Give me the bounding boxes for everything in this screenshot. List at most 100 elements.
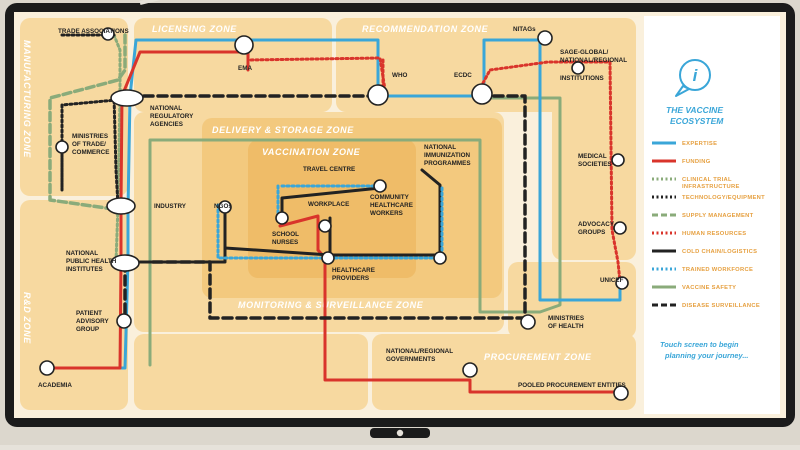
zone-manufacturing-box — [20, 18, 128, 196]
label-ministries-trade-1: MINISTRIES — [72, 133, 108, 140]
label-ngos: NGOs — [214, 203, 232, 210]
station-ministries-of-health[interactable] — [520, 314, 536, 330]
stations — [39, 27, 629, 401]
zone-rnd-box — [20, 200, 128, 410]
zone-recommendation-title: RECOMMENDATION ZONE — [362, 24, 489, 34]
frame-notch — [139, 0, 161, 5]
station-ema[interactable] — [234, 35, 254, 55]
legend-label: DISEASE SURVEILLANCE — [682, 303, 760, 309]
legend-label: TRAINED WORKFORCE — [682, 267, 753, 273]
label-nra-3: AGENCIES — [150, 121, 183, 128]
zone-bottom-filler — [134, 334, 368, 410]
info-glyph: i — [693, 66, 699, 85]
station-trade-associations[interactable] — [101, 27, 115, 41]
line-funding-branch — [278, 214, 320, 252]
label-unicef: UNICEF — [600, 277, 624, 284]
zone-manufacturing-title: MANUFACTURING ZONE — [22, 40, 32, 158]
label-ecdc: ECDC — [454, 72, 472, 79]
label-ministries-trade-3: COMMERCE — [72, 149, 109, 156]
label-trade-associations: TRADE ASSOCIATIONS — [58, 28, 129, 35]
zone-licensing-title: LICENSING ZONE — [152, 24, 237, 34]
station-industry[interactable] — [106, 197, 136, 215]
label-advocacy-2: GROUPS — [578, 229, 605, 236]
label-nra-1: NATIONAL — [150, 105, 182, 112]
station-sage[interactable] — [571, 61, 585, 75]
label-sage-1: SAGE-GLOBAL/ — [560, 49, 609, 56]
label-moh-2: OF HEALTH — [548, 323, 584, 330]
touch-prompt-2: planning your journey... — [664, 351, 749, 360]
legend-label: CLINICAL TRIAL — [682, 177, 732, 183]
legend-label: COLD CHAIN/LOGISTICS — [682, 249, 757, 255]
home-button-icon[interactable] — [396, 429, 404, 437]
station-advocacy-groups[interactable] — [613, 221, 627, 235]
label-sage-2: NATIONAL/REGIONAL — [560, 57, 627, 64]
label-patient-2: ADVISORY — [76, 318, 109, 325]
label-school-1: SCHOOL — [272, 231, 299, 238]
station-school-nurses[interactable] — [275, 211, 289, 225]
station-national-regional-governments[interactable] — [462, 362, 478, 378]
line-expertise — [43, 38, 622, 370]
station-healthcare-providers[interactable] — [321, 251, 335, 265]
touch-prompt-1: Touch screen to begin — [660, 340, 739, 349]
zone-recommendation-extension — [552, 70, 636, 260]
station-ngos[interactable] — [218, 200, 232, 214]
legend-label: SUPPLY MANAGEMENT — [682, 213, 754, 219]
label-medical-2: SOCIETIES — [578, 161, 612, 168]
label-hcp-2: PROVIDERS — [332, 275, 369, 282]
label-chw-3: WORKERS — [370, 210, 403, 217]
label-moh-1: MINISTRIES — [548, 315, 584, 322]
info-panel: i THE VACCINE ECOSYSTEM EXPERTISEFUNDING… — [644, 16, 780, 427]
station-unicef[interactable] — [615, 276, 629, 290]
label-academia: ACADEMIA — [38, 382, 72, 389]
station-community-healthcare-workers[interactable] — [373, 179, 387, 193]
station-patient-advisory-group[interactable] — [116, 313, 132, 329]
label-nrg-2: GOVERNMENTS — [386, 356, 435, 363]
station-national-immunization-programmes[interactable] — [433, 251, 447, 265]
zone-delivery-title: DELIVERY & STORAGE ZONE — [212, 125, 354, 135]
label-school-2: NURSES — [272, 239, 298, 246]
label-nphi-1: NATIONAL — [66, 250, 98, 257]
label-patient-3: GROUP — [76, 326, 99, 333]
label-nrg-1: NATIONAL/REGIONAL — [386, 348, 453, 355]
legend-label: FUNDING — [682, 159, 711, 165]
station-medical-societies[interactable] — [611, 153, 625, 167]
zone-vaccination-title: VACCINATION ZONE — [262, 147, 361, 157]
station-who[interactable] — [367, 84, 389, 106]
station-labels: TRADE ASSOCIATIONS EMA WHO ECDC NITAGs S… — [38, 26, 627, 389]
station-national-regulatory-agencies[interactable] — [110, 89, 144, 107]
station-pooled-procurement-entities[interactable] — [613, 385, 629, 401]
label-nphi-2: PUBLIC HEALTH — [66, 258, 117, 265]
line-disease-surveillance — [123, 94, 527, 324]
info-icon[interactable]: i — [675, 59, 711, 97]
panel-title-1: THE VACCINE — [666, 105, 723, 115]
label-nphi-3: INSTITUTES — [66, 266, 103, 273]
legend-label: HUMAN RESOURCES — [682, 231, 746, 237]
label-who: WHO — [392, 72, 407, 79]
zone-rnd-title: R&D ZONE — [22, 292, 32, 344]
label-ppe: POOLED PROCUREMENT ENTITIES — [518, 382, 626, 389]
label-ministries-trade-2: OF TRADE/ — [72, 141, 106, 148]
line-supply-management — [48, 33, 127, 212]
station-workplace[interactable] — [318, 219, 332, 233]
station-ministries-trade[interactable] — [55, 140, 69, 154]
label-nip-2: IMMUNIZATION — [424, 152, 471, 159]
station-nitags[interactable] — [537, 30, 553, 46]
label-travel-centre: TRAVEL CENTRE — [303, 166, 355, 173]
station-national-public-health-institutes[interactable] — [110, 254, 140, 272]
station-academia[interactable] — [39, 360, 55, 376]
panel-title-2: ECOSYSTEM — [670, 116, 724, 126]
zone-monitoring-title: MONITORING & SURVEILLANCE ZONE — [238, 300, 424, 310]
device-foot — [720, 418, 754, 427]
label-nip-3: PROGRAMMES — [424, 160, 471, 167]
legend-label: INFRASTRUCTURE — [682, 184, 740, 190]
legend-label: VACCINE SAFETY — [682, 285, 736, 291]
station-ecdc[interactable] — [471, 83, 493, 105]
label-workplace: WORKPLACE — [308, 201, 349, 208]
label-nra-2: REGULATORY — [150, 113, 194, 120]
label-nitags: NITAGs — [513, 26, 536, 33]
zone-vaccination-box — [248, 140, 416, 278]
label-nip-1: NATIONAL — [424, 144, 456, 151]
